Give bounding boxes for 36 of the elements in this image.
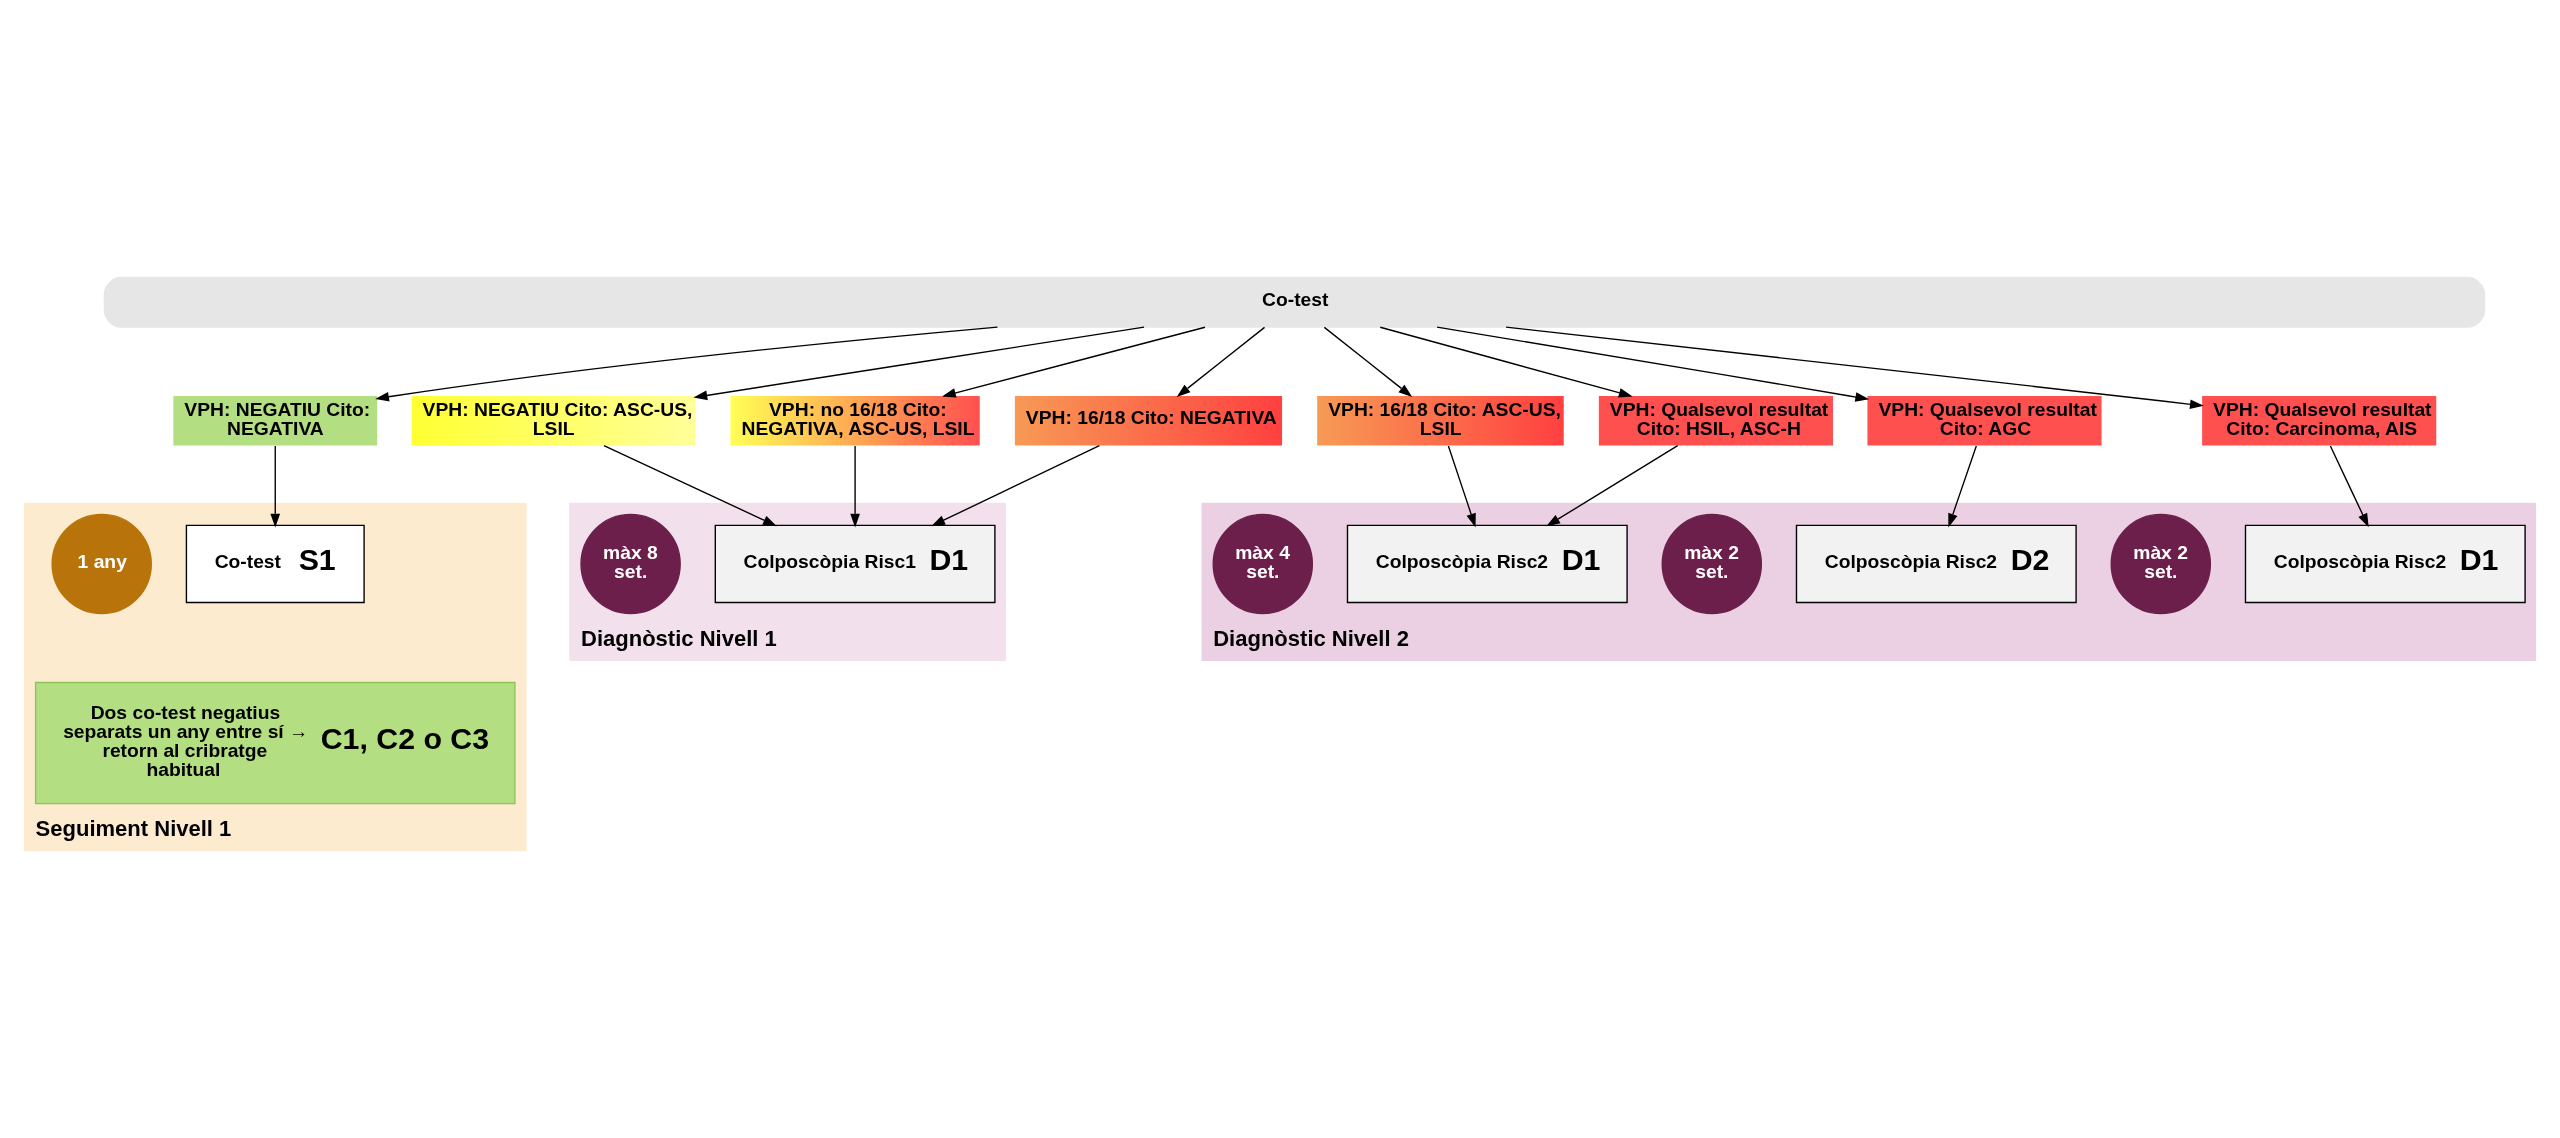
arrow	[1505, 325, 2204, 409]
arrow	[931, 444, 1101, 526]
node-box: VPH: Qualsevol resultat Cito: Carcinoma, AIS	[2202, 395, 2437, 446]
arrow	[850, 444, 860, 527]
arrow	[1323, 326, 1413, 397]
node-box: VPH: NEGATIU Cito: NEGATIVA	[173, 395, 378, 446]
node-circle: màx 2 set.	[1661, 513, 1763, 614]
node-box: Colposcòpia Risc2 D2	[1795, 524, 2077, 603]
node-circle: màx 8 set.	[580, 513, 681, 614]
node-box: Colposcòpia Risc2 D1	[2244, 524, 2526, 603]
arrow	[693, 325, 1145, 400]
node-box: Dos co-test negatius separats un any entre sí → retorn al cribratge habitual C1, C2 o C3	[34, 681, 516, 804]
arrow	[270, 444, 281, 527]
node-box: VPH: no 16/18 Cito: NEGATIVA, ASC-US, LSIL	[730, 395, 980, 446]
arrow	[2329, 444, 2369, 527]
node-box: Co-test S1	[185, 524, 365, 603]
node-box: Co-test	[103, 276, 2486, 328]
node-box: VPH: NEGATIU Cito: ASC-US, LSIL	[411, 395, 696, 446]
arrow	[1948, 444, 1977, 527]
arrow	[603, 444, 777, 526]
arrow	[1379, 326, 1633, 397]
arrow	[375, 325, 999, 401]
arrow	[942, 326, 1206, 398]
node-circle: màx 2 set.	[2110, 513, 2212, 614]
node-box: VPH: Qualsevol resultat Cito: AGC	[1867, 395, 2102, 446]
arrow	[1447, 444, 1476, 527]
node-box: VPH: 16/18 Cito: ASC-US, LSIL	[1317, 395, 1564, 446]
node-circle: màx 4 set.	[1212, 513, 1314, 614]
node-box: Colposcòpia Risc1 D1	[714, 524, 996, 603]
arrow	[1176, 326, 1266, 397]
node-box: Colposcòpia Risc2 D1	[1346, 524, 1628, 603]
arrow	[1436, 325, 1870, 402]
arrow	[1546, 444, 1679, 526]
node-circle: 1 any	[51, 513, 152, 614]
node-box: VPH: Qualsevol resultat Cito: HSIL, ASC-H	[1598, 395, 1833, 446]
node-box: VPH: 16/18 Cito: NEGATIVA	[1014, 395, 1283, 446]
